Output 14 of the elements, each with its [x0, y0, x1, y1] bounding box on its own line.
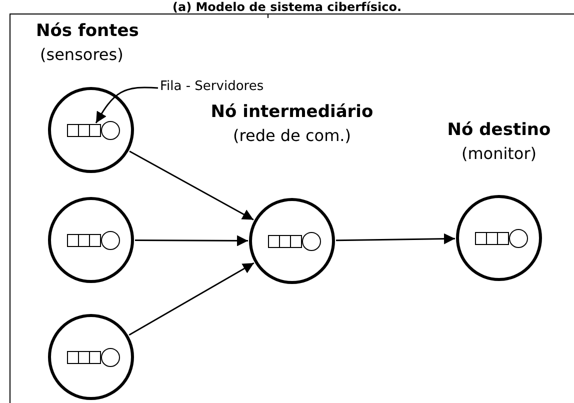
arrow: [129, 150, 254, 220]
figure-title: (a) Modelo de sistema ciberfísico.: [171, 0, 403, 14]
node-subheading: (rede de com.): [232, 125, 352, 147]
leader-arrow: [95, 86, 158, 124]
queue-server-icon: [66, 120, 121, 141]
arrow: [336, 233, 456, 244]
node-heading: Nó destino: [446, 119, 552, 141]
group-subheading: (sensores): [40, 44, 124, 66]
node-subheading: (monitor): [460, 143, 538, 165]
node-heading: Nó intermediário: [210, 101, 374, 123]
arrow: [128, 262, 254, 336]
arrow: [135, 235, 248, 246]
group-heading: Nós fontes: [36, 20, 139, 42]
annotation-text: Fila - Servidores: [160, 79, 264, 94]
